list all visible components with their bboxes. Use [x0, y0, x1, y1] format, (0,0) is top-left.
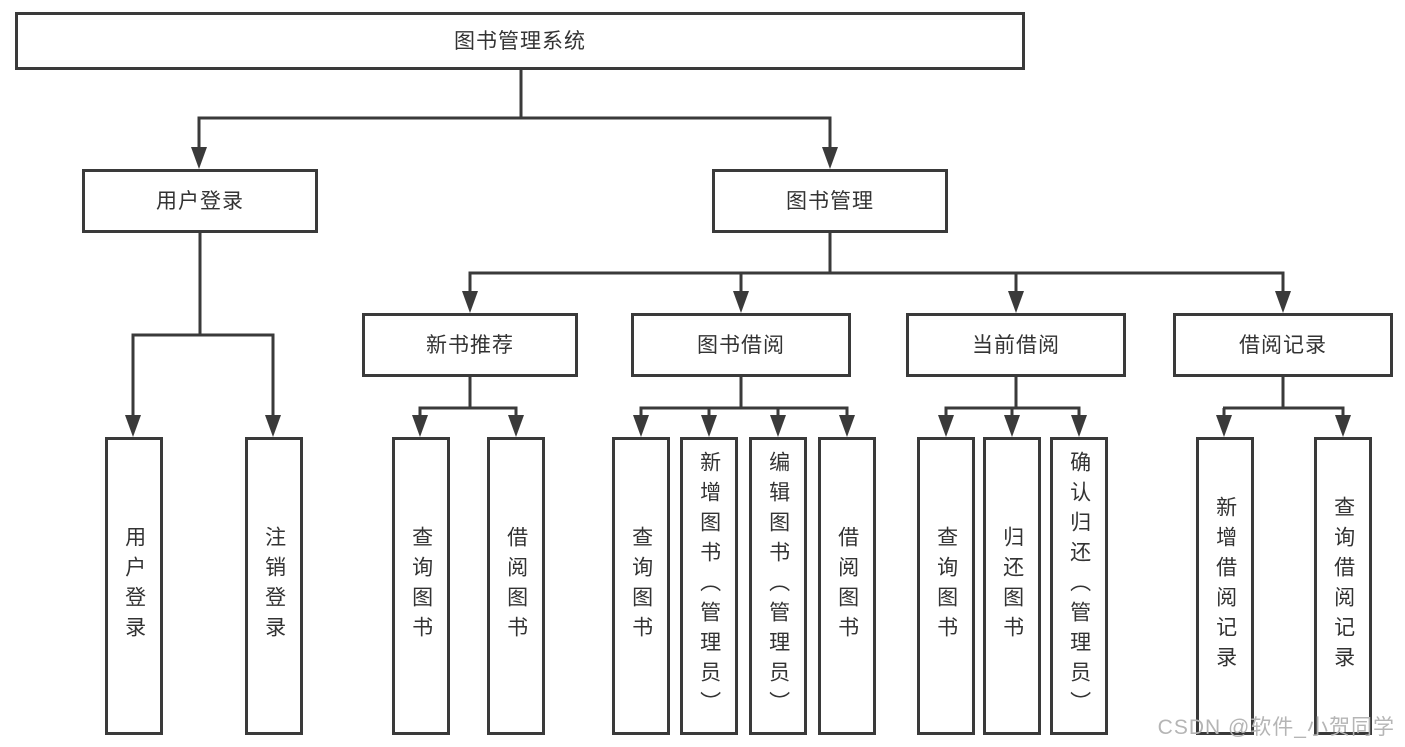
leaf-recommend-query-books: 查询图书 [392, 437, 450, 735]
node-current-borrowing-label: 当前借阅 [972, 333, 1060, 357]
node-borrow-records: 借阅记录 [1173, 313, 1393, 377]
leaf-borrowing-borrow-books: 借阅图书 [818, 437, 876, 735]
node-user-login-branch: 用户登录 [82, 169, 318, 233]
node-borrow-records-label: 借阅记录 [1239, 333, 1327, 357]
leaf-return-books: 归还图书 [983, 437, 1041, 735]
leaf-logout-label: 注销登录 [262, 526, 286, 646]
arrowhead-icons [125, 147, 1351, 437]
leaf-borrowing-query-books: 查询图书 [612, 437, 670, 735]
csdn-watermark: CSDN @软件_小贺同学 [1157, 716, 1395, 739]
leaf-confirm-return-admin-label: 确认归还（管理员） [1067, 451, 1091, 721]
leaf-edit-books-admin-label: 编辑图书（管理员） [766, 451, 790, 721]
leaf-confirm-return-admin: 确认归还（管理员） [1050, 437, 1108, 735]
leaf-edit-books-admin: 编辑图书（管理员） [749, 437, 807, 735]
leaf-current-query-books-label: 查询图书 [934, 526, 958, 646]
node-root-label: 图书管理系统 [454, 29, 586, 53]
node-book-borrowing: 图书借阅 [631, 313, 851, 377]
leaf-add-books-admin-label: 新增图书（管理员） [697, 451, 721, 721]
leaf-recommend-query-books-label: 查询图书 [409, 526, 433, 646]
node-book-management-branch: 图书管理 [712, 169, 948, 233]
leaf-borrowing-query-books-label: 查询图书 [629, 526, 653, 646]
node-new-book-recommend-label: 新书推荐 [426, 333, 514, 357]
leaf-query-borrow-record: 查询借阅记录 [1314, 437, 1372, 735]
leaf-logout: 注销登录 [245, 437, 303, 735]
leaf-add-borrow-record-label: 新增借阅记录 [1213, 496, 1237, 676]
node-current-borrowing: 当前借阅 [906, 313, 1126, 377]
leaf-user-login-label: 用户登录 [122, 526, 146, 646]
leaf-return-books-label: 归还图书 [1000, 526, 1024, 646]
leaf-recommend-borrow-books-label: 借阅图书 [504, 526, 528, 646]
leaf-recommend-borrow-books: 借阅图书 [487, 437, 545, 735]
leaf-add-borrow-record: 新增借阅记录 [1196, 437, 1254, 735]
node-book-management-branch-label: 图书管理 [786, 189, 874, 213]
leaf-user-login: 用户登录 [105, 437, 163, 735]
leaf-current-query-books: 查询图书 [917, 437, 975, 735]
leaf-query-borrow-record-label: 查询借阅记录 [1331, 496, 1355, 676]
node-book-borrowing-label: 图书借阅 [697, 333, 785, 357]
node-root-system: 图书管理系统 [15, 12, 1025, 70]
leaf-add-books-admin: 新增图书（管理员） [680, 437, 738, 735]
node-user-login-branch-label: 用户登录 [156, 189, 244, 213]
leaf-borrowing-borrow-books-label: 借阅图书 [835, 526, 859, 646]
node-new-book-recommend: 新书推荐 [362, 313, 578, 377]
